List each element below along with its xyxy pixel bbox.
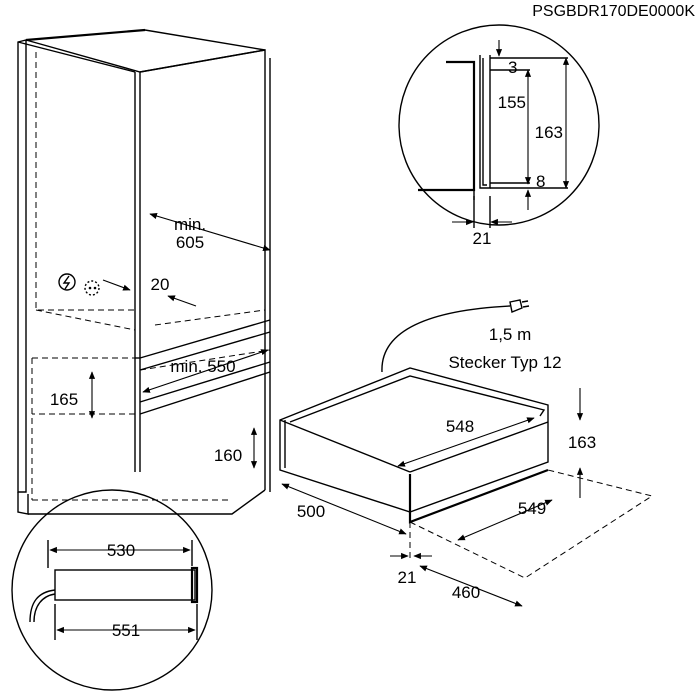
detail-top-label-8: 8 — [536, 172, 545, 191]
drawer-height-right-label: 163 — [568, 433, 596, 452]
detail-top-label-163: 163 — [535, 123, 563, 142]
cabinet-dimensions: min.605 20 165 min. 550 — [50, 213, 271, 419]
cabinet-depth-label: min.605 — [174, 215, 206, 252]
socket-icon — [84, 280, 100, 296]
drawer-front-thickness-label: 21 — [398, 568, 417, 587]
drawer-depth-right-label: 460 — [452, 583, 480, 602]
warming-drawer — [279, 367, 654, 579]
drawer-inner-width-label: 548 — [446, 417, 474, 436]
drawer-dimensions: 548 163 160 549 500 21 460 — [214, 388, 596, 607]
drawer-outer-width-label: 549 — [518, 499, 546, 518]
detail-bottom-top-width-label: 530 — [107, 541, 135, 560]
depth-line-1: min. — [174, 215, 206, 234]
cabinet-height-label: 165 — [50, 390, 78, 409]
power-hazard-icon — [58, 273, 76, 291]
detail-circle-bottom: 530 551 — [11, 489, 213, 691]
drawer-height-left-label: 160 — [214, 446, 242, 465]
detail-top-label-21: 21 — [473, 229, 492, 248]
cabinet-width-label: min. 550 — [170, 357, 235, 376]
power-cable — [381, 299, 530, 373]
depth-line-2: 605 — [176, 233, 204, 252]
plug-type-label: Stecker Typ 12 — [448, 353, 561, 372]
detail-bottom-bottom-width-label: 551 — [112, 621, 140, 640]
product-code: PSGBDR170DE0000K — [532, 3, 695, 20]
detail-circle-top: 3 155 163 8 21 — [398, 24, 600, 248]
drawer-depth-left-label: 500 — [297, 502, 325, 521]
detail-top-label-3: 3 — [508, 58, 517, 77]
cable-length-label: 1,5 m — [489, 325, 532, 344]
cabinet — [17, 28, 271, 515]
cabinet-gap-label: 20 — [151, 275, 170, 294]
detail-top-label-155: 155 — [498, 93, 526, 112]
